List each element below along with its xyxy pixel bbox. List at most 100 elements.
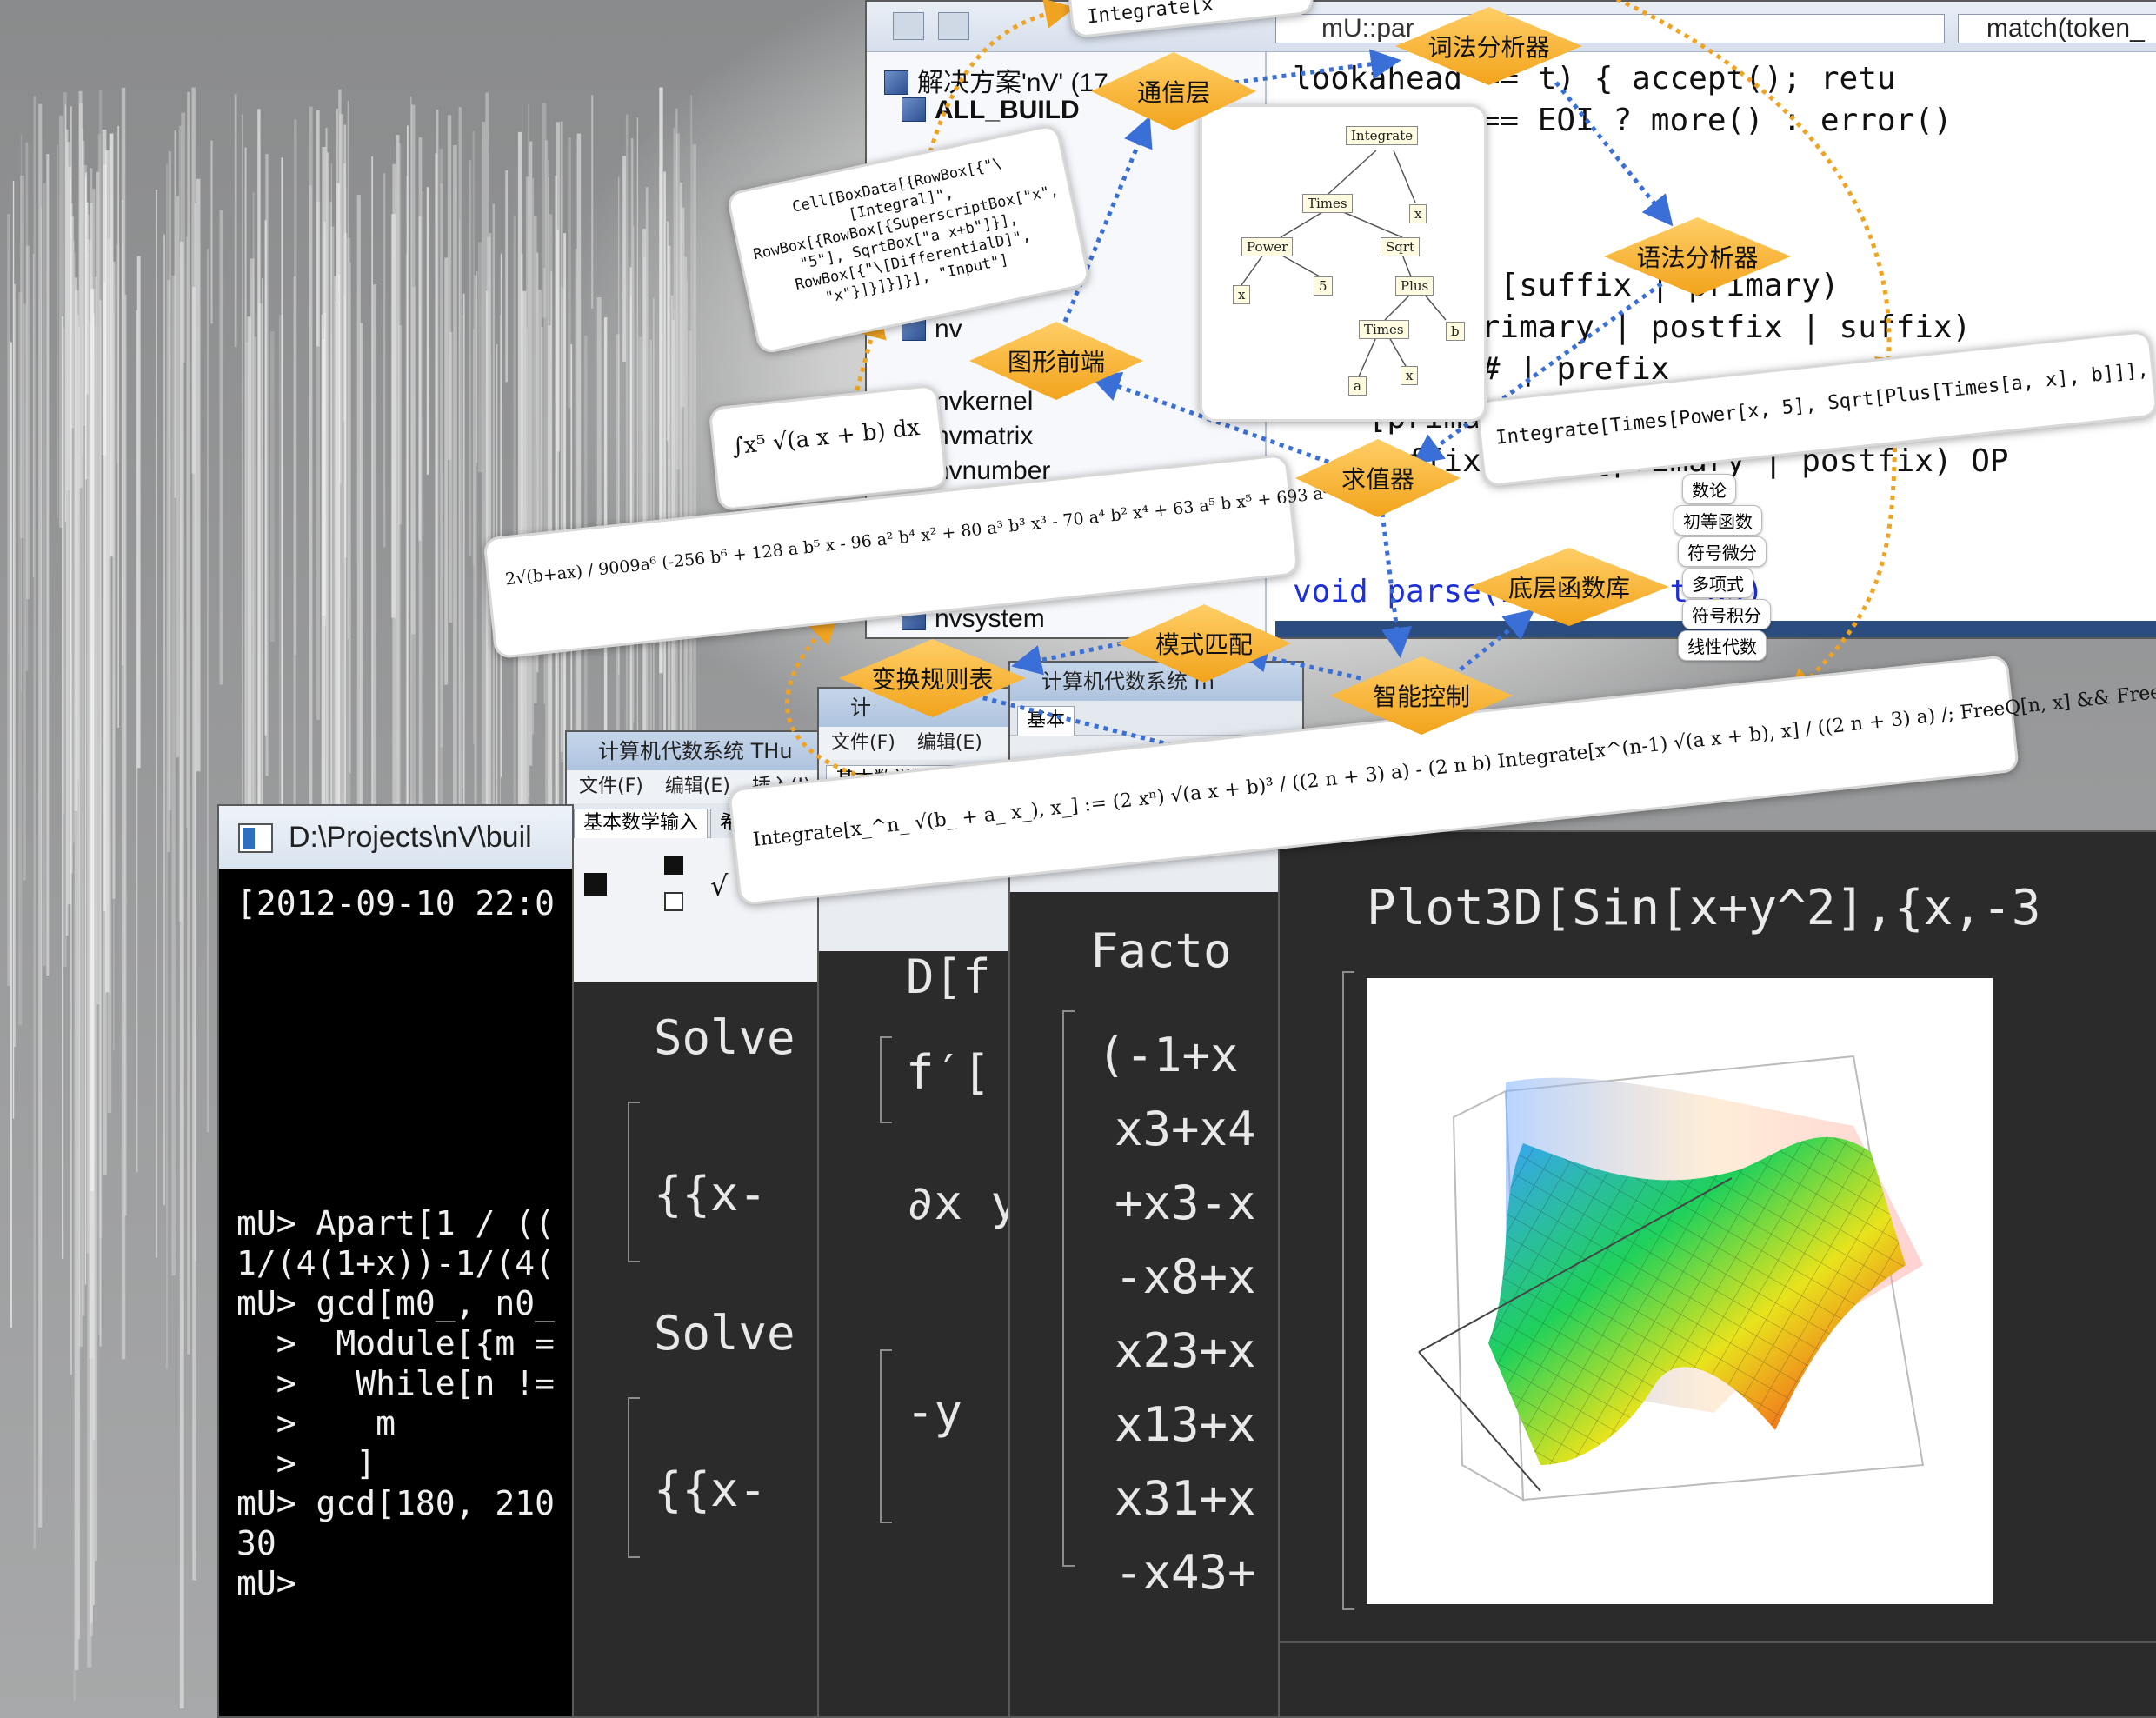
menu-file[interactable]: 文件(F): [579, 776, 643, 797]
cell-output: {{x-: [654, 1167, 768, 1222]
node-parser: 语法分析器: [1604, 217, 1791, 296]
solution-icon: [884, 70, 908, 95]
console-window: D:\Projects\nV\buil [2012-09-10 22:0 mU> …: [217, 804, 574, 1718]
member-combobox[interactable]: match(token_: [1958, 14, 2156, 43]
node-evaluator: 求值器: [1295, 439, 1461, 517]
menu-edit[interactable]: 编辑(E): [664, 776, 730, 797]
tree-node: b: [1446, 322, 1465, 341]
palette-fraction-button[interactable]: [664, 856, 683, 875]
cell-output: -y: [906, 1384, 963, 1439]
window-title: 计算机代数系统 THu: [567, 732, 842, 770]
console-line: mU>: [236, 1564, 296, 1602]
tab-basic-math[interactable]: 基本数学输入: [574, 809, 709, 838]
tree-edges: [1241, 150, 1447, 377]
console-title: D:\Projects\nV\buil: [219, 806, 572, 869]
console-line: 30: [236, 1524, 276, 1562]
node-label: 智能控制: [1372, 683, 1470, 711]
library-list: 数论 初等函数 符号微分 多项式 符号积分 线性代数: [1656, 474, 1804, 665]
console-line: > Module[{m =: [236, 1324, 556, 1362]
cell-bracket[interactable]: [1342, 971, 1354, 1610]
palette-sqrt-button[interactable]: √: [710, 869, 729, 902]
project-icon: [902, 97, 926, 122]
tree-node: a: [1348, 376, 1367, 396]
node-label: 语法分析器: [1636, 243, 1759, 272]
tree-node: Power: [1241, 237, 1294, 256]
project-item[interactable]: ALL_BUILD: [902, 96, 1080, 125]
tab-strip: 基本: [1010, 701, 1302, 736]
library-item: 多项式: [1682, 568, 1753, 598]
project-label: ALL_BUILD: [935, 96, 1080, 124]
expression-tree-card: Integrate Times x Power Sqrt x 5 Plus Ti…: [1200, 104, 1487, 422]
solution-item[interactable]: 解决方案'nV' (17: [884, 61, 1108, 99]
factor-line: +x3-x: [1115, 1175, 1256, 1230]
node-lexer: 词法分析器: [1395, 7, 1582, 85]
plot-window: Plot3D[Sin[x+y^2],{x,-3: [1278, 830, 2156, 1718]
menu-edit[interactable]: 编辑(E): [916, 732, 982, 754]
cell-bracket[interactable]: [628, 1397, 640, 1558]
node-label: 模式匹配: [1155, 630, 1253, 659]
surface-plot-image: [1418, 1055, 1925, 1502]
cell-input[interactable]: Solve: [654, 1010, 795, 1065]
node-intelligent-control: 智能控制: [1330, 656, 1513, 735]
palette-superscript-button[interactable]: [584, 873, 607, 896]
cell-input[interactable]: Solve: [654, 1306, 795, 1361]
console-line: [2012-09-10 22:0: [236, 884, 556, 922]
factor-line: x31+x: [1115, 1471, 1256, 1526]
factor-line: x23+x: [1115, 1323, 1256, 1378]
cell-output: f′[: [906, 1045, 991, 1100]
library-item: 初等函数: [1674, 505, 1762, 536]
divider: [1280, 1641, 2156, 1643]
tree-node: Plus: [1395, 276, 1434, 296]
console-line: mU> gcd[180, 210: [236, 1484, 556, 1522]
node-label: 词法分析器: [1427, 33, 1550, 62]
factor-line: x13+x: [1115, 1397, 1256, 1452]
plot-input-cell[interactable]: Plot3D[Sin[x+y^2],{x,-3: [1367, 880, 2041, 936]
toolbar-icon[interactable]: [938, 12, 969, 40]
node-label: 变换规则表: [871, 665, 994, 694]
node-graphical-frontend: 图形前端: [969, 322, 1143, 400]
toolbar-icon[interactable]: [893, 12, 924, 40]
palette-fraction-denominator[interactable]: [664, 892, 683, 911]
tree-node: Times: [1302, 194, 1353, 213]
menu-file[interactable]: 文件(F): [831, 732, 895, 754]
plot3d-graphic[interactable]: [1367, 978, 1993, 1604]
node-label: 底层函数库: [1507, 574, 1630, 603]
library-item: 线性代数: [1678, 630, 1767, 661]
library-item: 符号积分: [1682, 599, 1771, 629]
tree-node: Sqrt: [1381, 237, 1421, 256]
library-item: 符号微分: [1678, 536, 1767, 567]
console-title-text: D:\Projects\nV\buil: [289, 821, 532, 854]
cell-bracket[interactable]: [1062, 1010, 1075, 1567]
console-line: > m: [236, 1404, 396, 1442]
console-line: 1/(4(1+x))-1/(4(: [236, 1244, 556, 1282]
tree-node: x: [1233, 285, 1251, 304]
tree-node: Times: [1359, 320, 1409, 339]
tree-node: 5: [1314, 276, 1333, 296]
node-label: 图形前端: [1007, 348, 1105, 376]
factor-line: x3+x4: [1115, 1102, 1256, 1156]
cell-input[interactable]: Facto: [1090, 923, 1232, 978]
cell-output: {{x-: [654, 1462, 768, 1517]
cell-bracket[interactable]: [628, 1102, 640, 1262]
tree-node: x: [1401, 366, 1419, 385]
node-rule-table: 变换规则表: [839, 639, 1026, 717]
node-label: 求值器: [1341, 465, 1414, 494]
node-label: 通信层: [1136, 78, 1210, 107]
node-library: 底层函数库: [1469, 548, 1669, 626]
tree-node: x: [1409, 204, 1427, 223]
solution-label: 解决方案'nV' (17: [917, 69, 1108, 97]
cell-bracket[interactable]: [880, 1036, 892, 1123]
scope-combobox[interactable]: mU::par: [1275, 14, 1945, 43]
console-line: > ]: [236, 1444, 376, 1482]
cell-bracket[interactable]: [880, 1349, 892, 1523]
factor-line: (-1+x: [1097, 1028, 1239, 1082]
project-label: nvmatrix: [935, 422, 1034, 450]
console-line: mU> Apart[1 / ((: [236, 1204, 556, 1242]
input-palette: √: [567, 838, 842, 982]
tab-basic[interactable]: 基本: [1017, 706, 1075, 736]
console-line: mU> gcd[m0_, n0_: [236, 1284, 556, 1322]
cell-input[interactable]: D[f: [906, 949, 991, 1004]
node-pattern-matching: 模式匹配: [1117, 604, 1291, 683]
library-item: 数论: [1682, 474, 1736, 504]
